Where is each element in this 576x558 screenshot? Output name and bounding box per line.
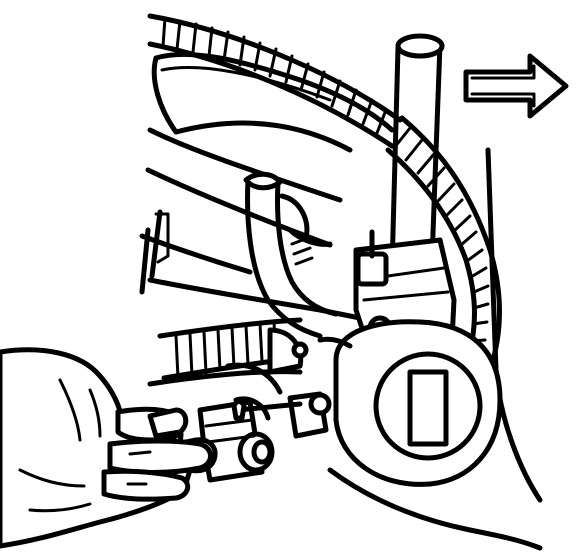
coolant-hose [243,171,339,339]
fitting-icon [317,319,503,487]
frame-lines [139,127,363,321]
quick-connect-fitting [197,362,303,483]
fuel-pipe [389,33,445,273]
right-arrow-icon [463,53,569,119]
body-panel-edge [485,147,543,503]
lower-body-curve [327,467,543,551]
bolt-fittings [267,327,332,439]
hose-icon [151,51,395,153]
hand-icon [0,347,218,549]
